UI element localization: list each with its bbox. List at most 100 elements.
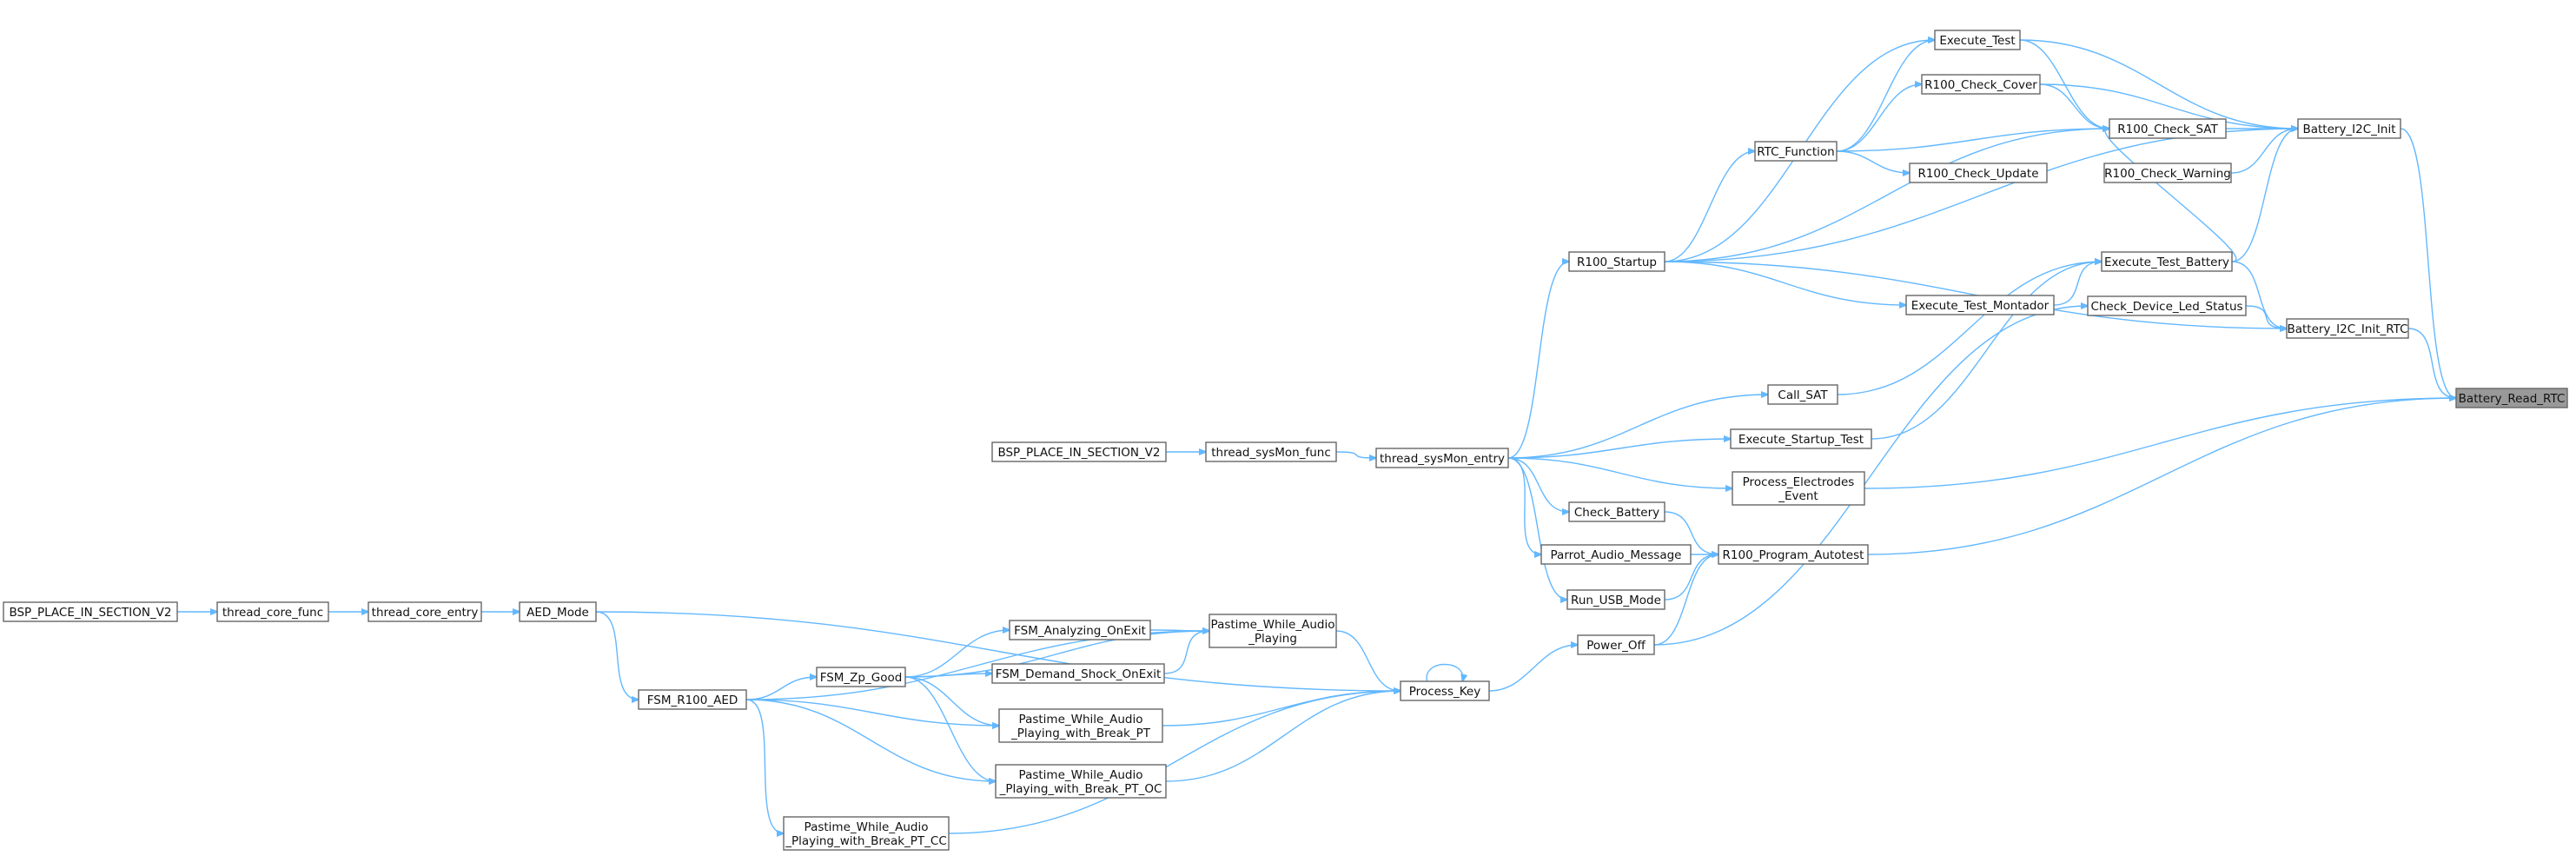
edge-power-off-to-check-device-led-status	[1653, 306, 2088, 646]
node-box	[783, 816, 950, 851]
node-pastime-break-pt-oc[interactable]: Pastime_While_Audio_Playing_with_Break_P…	[995, 764, 1167, 799]
node-box	[991, 441, 1167, 462]
node-box	[1754, 141, 1838, 162]
node-thread-sysmon-func[interactable]: thread_sysMon_func	[1205, 441, 1337, 462]
node-box	[991, 663, 1165, 684]
node-execute-test-montador[interactable]: Execute_Test_Montador	[1905, 295, 2055, 315]
node-run-usb-mode[interactable]: Run_USB_Mode	[1566, 589, 1665, 610]
node-box	[3, 601, 178, 622]
edge-fsm-r100-aed-to-pastime-break-pt-cc	[745, 699, 784, 833]
edge-execute-test-battery-to-battery-i2c-init-rtc	[2231, 261, 2287, 328]
node-check-device-led-status[interactable]: Check_Device_Led_Status	[2087, 295, 2247, 316]
node-label: Run_USB_Mode	[1571, 594, 1661, 607]
node-box	[1905, 295, 2055, 315]
node-box	[1009, 620, 1151, 640]
node-execute-test[interactable]: Execute_Test	[1934, 30, 2021, 50]
node-thread-core-entry[interactable]: thread_core_entry	[368, 601, 482, 622]
node-label: _Playing_with_Break_PT_CC	[785, 834, 947, 848]
node-label: Execute_Test_Montador	[1911, 299, 2050, 313]
node-label: thread_sysMon_func	[1211, 446, 1331, 460]
edge-fsm-zp-good-to-pastime-break-pt	[904, 676, 999, 726]
edge-battery-i2c-init-rtc-to-battery-read-rtc	[2407, 328, 2456, 398]
node-label: RTC_Function	[1757, 145, 1834, 159]
node-execute-test-battery[interactable]: Execute_Test_Battery	[2101, 251, 2233, 272]
node-box	[816, 667, 906, 687]
node-label: Process_Electrodes	[1743, 475, 1855, 489]
node-box	[1375, 448, 1509, 468]
node-thread-sysmon-entry[interactable]: thread_sysMon_entry	[1375, 448, 1509, 468]
node-label: FSM_Zp_Good	[820, 671, 903, 685]
node-pastime-break-pt-cc[interactable]: Pastime_While_Audio_Playing_with_Break_P…	[783, 816, 950, 851]
edge-aed-mode-to-fsm-r100-aed	[595, 611, 639, 700]
node-rtc-function[interactable]: RTC_Function	[1754, 141, 1838, 162]
edges-layer	[176, 39, 2456, 833]
node-battery-i2c-init-rtc[interactable]: Battery_I2C_Init_RTC	[2286, 318, 2409, 339]
edge-rtc-function-to-execute-test	[1836, 40, 1935, 152]
edge-check-battery-to-r100-program-autotest	[1664, 511, 1718, 554]
node-call-sat[interactable]: Call_SAT	[1767, 384, 1838, 405]
edge-thread-sysmon-entry-to-r100-startup	[1507, 262, 1569, 459]
node-label: FSM_R100_AED	[647, 693, 738, 707]
node-power-off[interactable]: Power_Off	[1577, 634, 1655, 655]
node-aed-mode[interactable]: AED_Mode	[519, 601, 597, 622]
node-bsp-place-sysmon[interactable]: BSP_PLACE_IN_SECTION_V2	[991, 441, 1167, 462]
node-pastime-while-audio-playing[interactable]: Pastime_While_Audio_Playing	[1209, 614, 1337, 648]
edge-execute-test-to-battery-i2c-init	[2019, 39, 2298, 129]
edge-execute-test-battery-to-r100-check-sat	[2105, 129, 2237, 262]
node-box	[519, 601, 597, 622]
edge-thread-sysmon-entry-to-call-sat	[1507, 395, 1768, 459]
node-fsm-analyzing-onexit[interactable]: FSM_Analyzing_OnExit	[1009, 620, 1151, 640]
edge-process-key-to-process-key	[1426, 663, 1463, 682]
edge-thread-sysmon-entry-to-check-battery	[1507, 457, 1569, 512]
node-box	[1568, 251, 1665, 272]
edge-rtc-function-to-r100-check-cover	[1836, 84, 1922, 152]
node-label: _Playing_with_Break_PT_OC	[999, 782, 1162, 796]
node-bsp-place-core[interactable]: BSP_PLACE_IN_SECTION_V2	[3, 601, 178, 622]
node-label: _Playing	[1248, 632, 1297, 646]
edge-thread-sysmon-func-to-thread-sysmon-entry	[1335, 451, 1376, 458]
edge-rtc-function-to-r100-check-sat	[1836, 129, 2109, 152]
node-label: _Playing_with_Break_PT	[1010, 727, 1151, 740]
edge-run-usb-mode-to-r100-program-autotest	[1664, 554, 1718, 601]
node-label: R100_Check_Cover	[1924, 78, 2037, 92]
node-fsm-demand-shock-onexit[interactable]: FSM_Demand_Shock_OnExit	[991, 663, 1165, 684]
nodes-layer: Battery_Read_RTC Battery_I2C_InitBattery_…	[3, 30, 2568, 851]
node-process-key[interactable]: Process_Key	[1400, 680, 1490, 701]
node-check-battery[interactable]: Check_Battery	[1568, 501, 1665, 522]
edge-aed-mode-to-process-key	[595, 611, 1401, 691]
node-battery-read-rtc[interactable]: Battery_Read_RTC	[2455, 388, 2568, 408]
node-pastime-break-pt[interactable]: Pastime_While_Audio_Playing_with_Break_P…	[998, 708, 1163, 743]
edge-r100-check-cover-to-battery-i2c-init	[2039, 83, 2298, 129]
node-r100-check-sat[interactable]: R100_Check_SAT	[2109, 118, 2227, 139]
node-parrot-audio-message[interactable]: Parrot_Audio_Message	[1540, 544, 1692, 565]
node-battery-i2c-init[interactable]: Battery_I2C_Init	[2297, 118, 2401, 139]
node-label: FSM_Demand_Shock_OnExit	[996, 667, 1162, 681]
edge-fsm-zp-good-to-pastime-break-pt-oc	[904, 676, 996, 781]
node-box	[1540, 544, 1692, 565]
node-fsm-r100-aed[interactable]: FSM_R100_AED	[638, 689, 747, 710]
edge-process-electrodes-event-to-battery-read-rtc	[1864, 398, 2456, 489]
node-r100-startup[interactable]: R100_Startup	[1568, 251, 1665, 272]
edge-r100-program-autotest-to-battery-read-rtc	[1867, 398, 2456, 555]
edge-call-sat-to-execute-test-battery	[1837, 262, 2102, 395]
node-box	[216, 601, 329, 622]
node-r100-check-update[interactable]: R100_Check_Update	[1909, 163, 2048, 183]
edge-check-device-led-status-to-battery-i2c-init-rtc	[2245, 305, 2287, 328]
node-label: R100_Startup	[1577, 255, 1657, 269]
node-label: Execute_Startup_Test	[1738, 433, 1864, 447]
node-execute-startup-test[interactable]: Execute_Startup_Test	[1730, 428, 1872, 449]
node-r100-program-autotest[interactable]: R100_Program_Autotest	[1718, 544, 1869, 565]
edge-pastime-break-pt-to-process-key	[1162, 691, 1401, 727]
node-label: Pastime_While_Audio	[1019, 713, 1143, 727]
node-box	[1577, 634, 1655, 655]
edge-r100-startup-to-rtc-function	[1664, 151, 1755, 262]
node-fsm-zp-good[interactable]: FSM_Zp_Good	[816, 667, 906, 687]
node-thread-core-func[interactable]: thread_core_func	[216, 601, 329, 622]
node-r100-check-cover[interactable]: R100_Check_Cover	[1921, 74, 2041, 95]
node-r100-check-warning[interactable]: R100_Check_Warning	[2103, 163, 2232, 183]
node-label: R100_Program_Autotest	[1723, 548, 1864, 562]
edge-fsm-zp-good-to-fsm-analyzing-onexit	[904, 630, 1010, 678]
node-process-electrodes-event[interactable]: Process_Electrodes_Event	[1732, 471, 1865, 506]
edge-thread-sysmon-entry-to-process-electrodes-event	[1507, 457, 1732, 488]
